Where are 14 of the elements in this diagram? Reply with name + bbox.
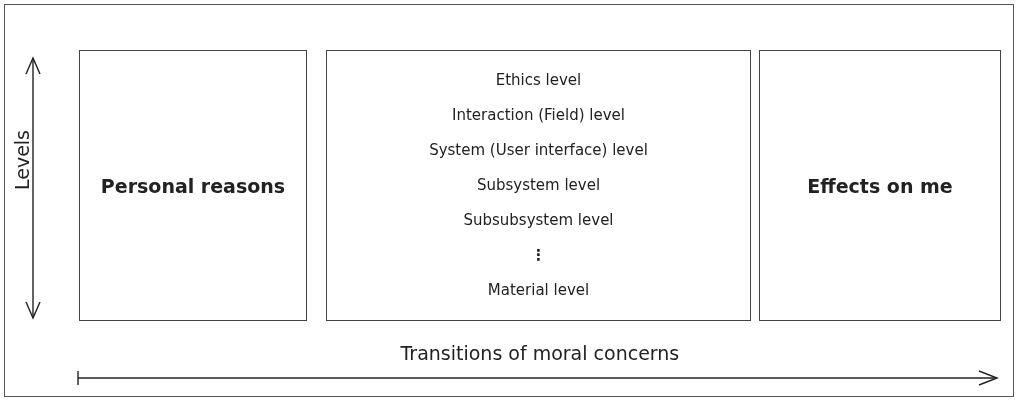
- box-title: Effects on me: [807, 174, 953, 197]
- text-box: [79, 50, 307, 321]
- level-label: Subsystem level: [476, 175, 601, 196]
- text-box: [759, 50, 1001, 321]
- box-title: Personal reasons: [100, 174, 286, 197]
- level-label: Ethics level: [495, 70, 582, 91]
- axis-label: Transitions of moral concerns: [400, 342, 680, 364]
- level-label: Material level: [487, 280, 590, 301]
- level-label: Subsubsystem level: [463, 210, 614, 231]
- level-label: ⋮: [531, 245, 546, 266]
- level-label: Interaction (Field) level: [452, 105, 625, 126]
- text-box: [326, 50, 751, 321]
- axis-label: Levels: [11, 129, 34, 191]
- level-label: System (User interface) level: [429, 140, 648, 161]
